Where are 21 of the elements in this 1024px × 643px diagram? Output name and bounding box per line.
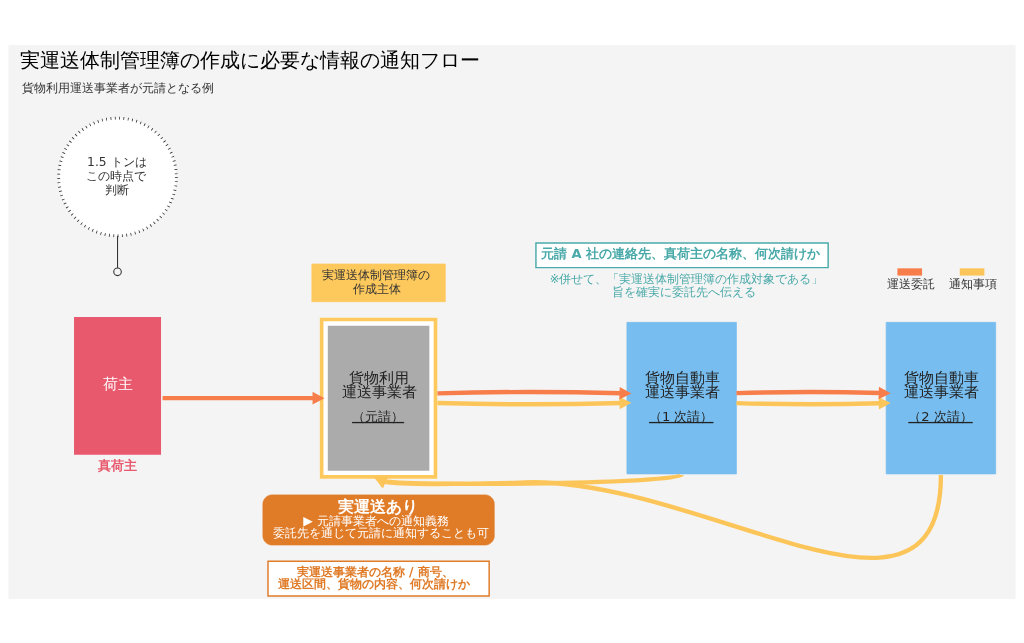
diagram-title: 実運送体制管理簿の作成に必要な情報の通知フロー [20, 47, 481, 72]
arrow [437, 386, 632, 399]
node-label: ※併せて、「実運送体制管理簿の作成対象である」旨を確実に委託先へ伝える [549, 271, 824, 299]
node-box: 貨物自動車運送事業者 （1 次請） [626, 321, 737, 474]
arrow [437, 396, 632, 409]
arrow [374, 472, 683, 488]
connector [117, 235, 119, 268]
node-box: 実運送事業者の名称 / 商号、運送区間、貨物の内容、何次請けか [267, 560, 490, 597]
node-label: 真荷主 [97, 457, 137, 473]
node-box: 貨物自動車運送事業者 （2 次請） [885, 321, 997, 474]
arrow [736, 396, 891, 410]
arrow [374, 474, 944, 560]
arrow [736, 386, 891, 399]
node-box: 実運送体制管理簿の作成主体 [311, 263, 446, 302]
legend-label: 通知事項 [948, 276, 997, 291]
node-circle: 1.5 トンはこの時点で判断 [57, 116, 178, 237]
node-box: 荷主 [74, 316, 162, 455]
node-box: 実運送あり ▶ 元請事業者への通知義務 委託先を通じて元請に通知することも可 [262, 494, 495, 545]
arrow [162, 391, 325, 404]
legend-label: 運送委託 [886, 276, 935, 291]
label: 貨物利用運送事業者が元請となる例 [21, 80, 214, 95]
